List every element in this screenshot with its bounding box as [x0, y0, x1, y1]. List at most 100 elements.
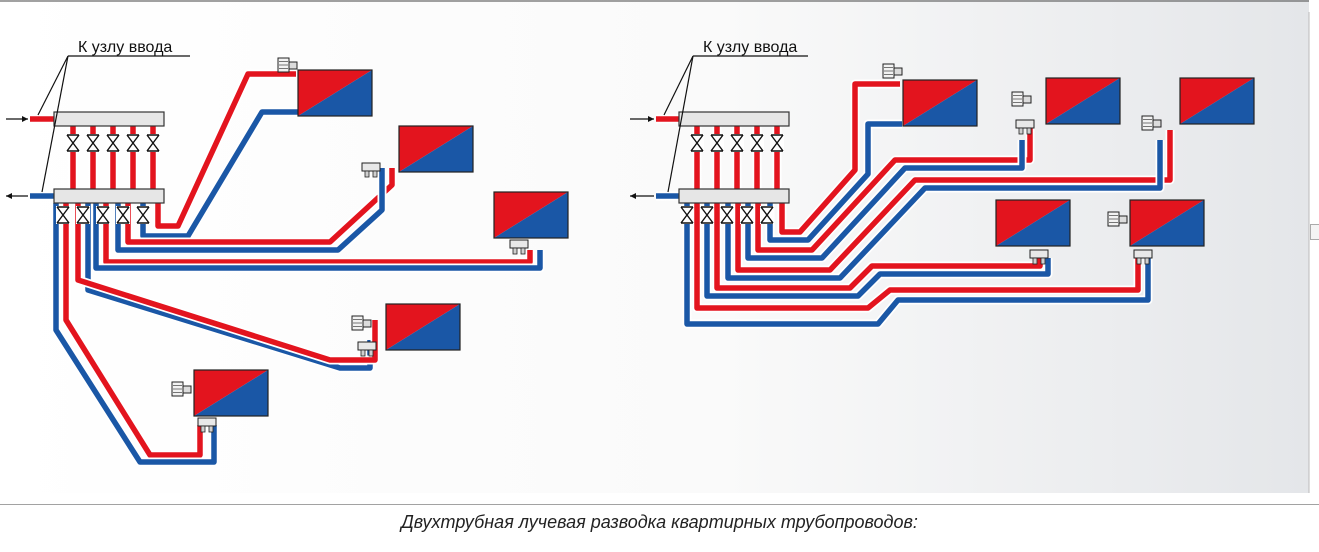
valve-left-lower-1-symbol — [76, 206, 90, 224]
fitting-left-B-nut-b — [372, 170, 378, 178]
fitting-right-I-body — [1029, 249, 1049, 259]
figure-caption: Двухтрубная лучевая разводка квартирных … — [401, 512, 918, 532]
radiator-left-C-frame — [493, 191, 569, 239]
thermohead-left-D — [351, 315, 372, 331]
fitting-left-C-nut-a — [512, 247, 518, 255]
valve-right-upper-4 — [770, 134, 784, 152]
fitting-left-E-nut-b — [208, 425, 214, 433]
thermohead-left-A-valve — [288, 61, 298, 70]
pipe-right-radG-supply — [755, 120, 1033, 253]
radiator-left-B-frame — [398, 125, 474, 173]
valve-right-lower-4 — [760, 206, 774, 224]
leader-supply-left — [37, 55, 69, 116]
radiator-left-E — [193, 369, 269, 417]
radiator-right-I-cold-half — [996, 200, 1070, 246]
manifold-right-return — [678, 188, 790, 204]
valve-right-lower-0 — [680, 206, 694, 224]
fitting-right-J — [1133, 249, 1153, 265]
pipe-right-radF-supply — [779, 81, 900, 235]
valve-right-upper-3-symbol — [750, 134, 764, 152]
valve-left-lower-4 — [136, 206, 150, 224]
heating-diagram: К узлу ввода К узлу ввода — [0, 0, 1319, 505]
valve-right-upper-0 — [690, 134, 704, 152]
valve-right-upper-1-symbol — [710, 134, 724, 152]
radiator-right-H-cold-half — [1180, 78, 1254, 124]
valve-right-lower-2 — [720, 206, 734, 224]
thermohead-left-D-valve — [362, 319, 372, 328]
fitting-right-G-body — [1015, 119, 1035, 129]
pipe-left-radE-return — [53, 203, 217, 465]
arrow-right-supply-head — [648, 116, 654, 122]
radiator-right-G-frame — [1045, 77, 1121, 125]
valve-right-upper-4-symbol — [770, 134, 784, 152]
thermohead-right-H-valve — [1152, 119, 1162, 128]
fitting-right-G — [1015, 119, 1035, 135]
radiator-left-B — [398, 125, 474, 173]
valve-right-lower-1-symbol — [700, 206, 714, 224]
fitting-left-E — [197, 417, 217, 433]
valve-right-lower-2-symbol — [720, 206, 734, 224]
radiator-left-D-frame — [385, 303, 461, 351]
equipment-layer — [6, 57, 1255, 433]
fitting-right-I-nut-b — [1040, 257, 1046, 265]
valve-right-upper-3 — [750, 134, 764, 152]
radiator-left-E-frame — [193, 369, 269, 417]
pipe-right-radH-supply — [735, 130, 1173, 273]
valve-left-lower-3-symbol — [116, 206, 130, 224]
leader-supply-right — [663, 55, 694, 116]
pipe-right-radJ-supply — [694, 203, 1141, 311]
scroll-handle[interactable] — [1310, 224, 1319, 240]
arrow-left-supply-head — [22, 116, 28, 122]
radiator-right-G-cold-half — [1046, 78, 1120, 124]
pipe-right-radJ-return — [684, 203, 1151, 327]
pipe-left-radB-return — [115, 168, 385, 253]
valve-right-upper-1 — [710, 134, 724, 152]
valve-right-upper-0-symbol — [690, 134, 704, 152]
radiator-right-F — [902, 79, 978, 127]
pipe-right-radI-return — [704, 203, 1051, 299]
pipe-right-radH-return — [725, 140, 1163, 281]
radiator-right-J-cold-half — [1130, 200, 1204, 246]
inlet-label-left: К узлу ввода — [78, 39, 172, 56]
valve-left-upper-3 — [126, 134, 140, 152]
radiator-right-J-frame — [1129, 199, 1205, 247]
leader-return-right — [667, 55, 694, 193]
radiator-left-C — [493, 191, 569, 239]
radiator-left-D-cold-half — [386, 304, 460, 350]
radiator-left-A-cold-half — [298, 70, 372, 116]
arrow-left-return-head — [6, 193, 12, 199]
thermohead-right-J-valve — [1118, 215, 1128, 224]
valve-left-upper-3-symbol — [126, 134, 140, 152]
pipe-network — [30, 69, 1175, 467]
radiator-right-F-cold-half — [903, 80, 977, 126]
thermohead-right-J — [1107, 211, 1128, 227]
radiator-left-A-frame — [297, 69, 373, 117]
fitting-right-J-nut-b — [1144, 257, 1150, 265]
radiator-left-E-cold-half — [194, 370, 268, 416]
radiator-right-H-frame — [1179, 77, 1255, 125]
fitting-right-G-nut-b — [1026, 127, 1032, 135]
thermohead-right-F-valve — [893, 67, 903, 76]
fitting-left-C — [509, 239, 529, 255]
valve-left-lower-1 — [76, 206, 90, 224]
thermohead-left-E — [171, 381, 192, 397]
fitting-right-J-body — [1133, 249, 1153, 259]
fitting-left-E-body — [197, 417, 217, 427]
valve-right-lower-0-symbol — [680, 206, 694, 224]
pipe-left-radA-supply — [155, 71, 296, 229]
valve-left-lower-0-symbol — [56, 206, 70, 224]
valve-right-lower-3 — [740, 206, 754, 224]
radiator-right-I-frame — [995, 199, 1071, 247]
thermohead-right-F — [882, 63, 903, 79]
valve-right-upper-2-symbol — [730, 134, 744, 152]
thermohead-left-E-valve — [182, 385, 192, 394]
pipe-right-radF-return — [767, 121, 902, 243]
valve-left-upper-0 — [66, 134, 80, 152]
fitting-left-D — [357, 341, 377, 357]
radiator-left-A — [297, 69, 373, 117]
valve-right-lower-4-symbol — [760, 206, 774, 224]
fitting-left-E-nut-a — [200, 425, 206, 433]
fitting-left-D-nut-a — [360, 349, 366, 357]
fitting-left-B-nut-a — [364, 170, 370, 178]
